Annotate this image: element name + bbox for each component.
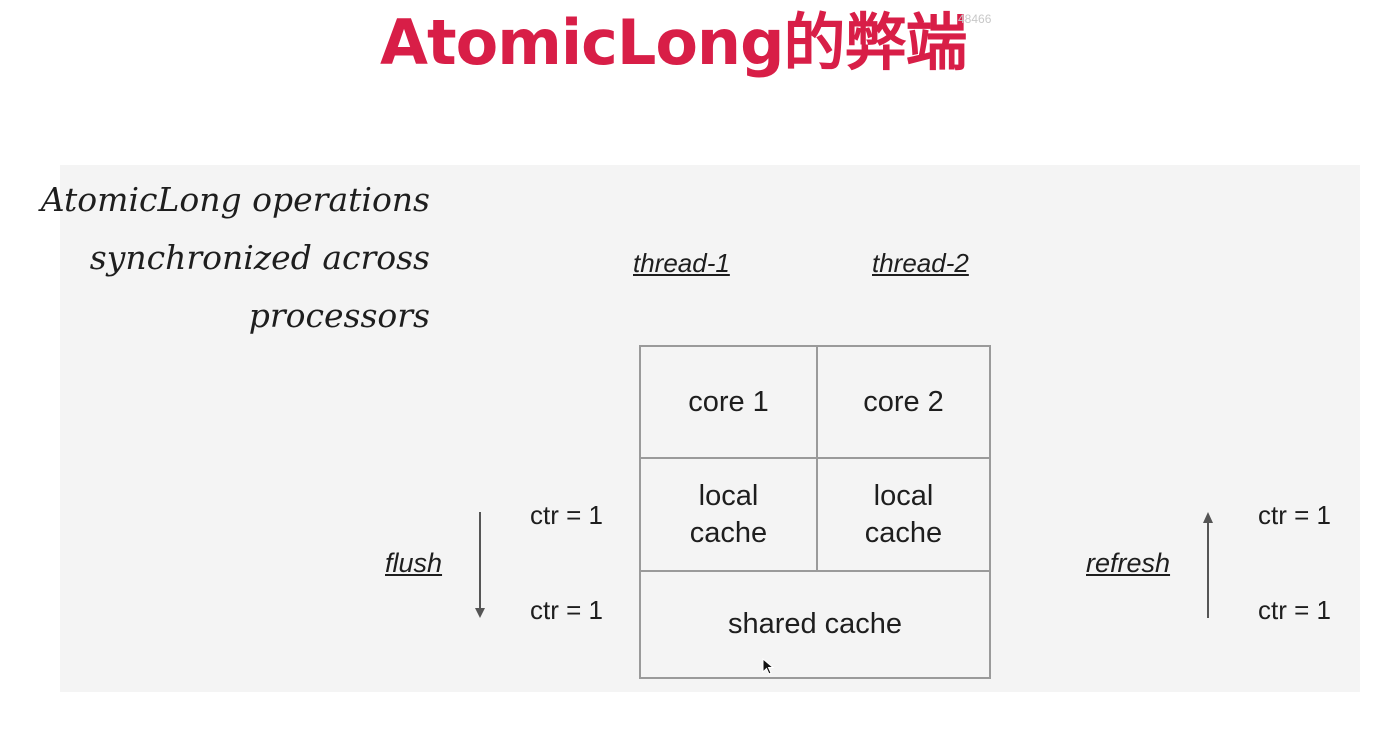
core-2-cell: core 2	[863, 385, 944, 418]
flush-label: flush	[385, 548, 443, 578]
thread-2-label: thread-2	[872, 248, 969, 278]
flush-ctr-top: ctr = 1	[530, 500, 603, 530]
flush-ctr-bottom: ctr = 1	[530, 595, 603, 625]
note-line-2: synchronized across	[89, 238, 430, 277]
refresh-up-arrow-icon	[1203, 512, 1213, 618]
refresh-ctr-top: ctr = 1	[1258, 500, 1331, 530]
local-cache-2-line-1: local	[873, 479, 934, 512]
grid-divider-horizontal-1	[641, 457, 989, 459]
local-cache-1-cell: local cache	[641, 459, 816, 570]
refresh-ctr-bottom: ctr = 1	[1258, 595, 1331, 625]
local-cache-2-cell: local cache	[818, 459, 989, 570]
grid-divider-horizontal-2	[641, 570, 989, 572]
cache-grid: core 1 core 2 local cache local cache sh…	[639, 345, 991, 679]
note-line-3: processors	[248, 296, 430, 335]
shared-cache-cell: shared cache	[727, 608, 903, 640]
local-cache-2-line-2: cache	[864, 516, 943, 549]
slide-title: AtomicLong的弊端	[380, 6, 967, 79]
core-1-cell: core 1	[688, 385, 769, 418]
local-cache-1-line-1: local	[698, 479, 759, 512]
watermark: 48466	[958, 12, 992, 26]
diagram-panel	[60, 165, 1360, 692]
local-cache-1-line-2: cache	[689, 516, 768, 549]
refresh-label: refresh	[1086, 548, 1171, 578]
note-line-1: AtomicLong operations	[40, 180, 430, 219]
flush-down-arrow-icon	[475, 512, 485, 618]
thread-1-label: thread-1	[633, 248, 730, 278]
mouse-pointer-icon	[762, 658, 775, 675]
